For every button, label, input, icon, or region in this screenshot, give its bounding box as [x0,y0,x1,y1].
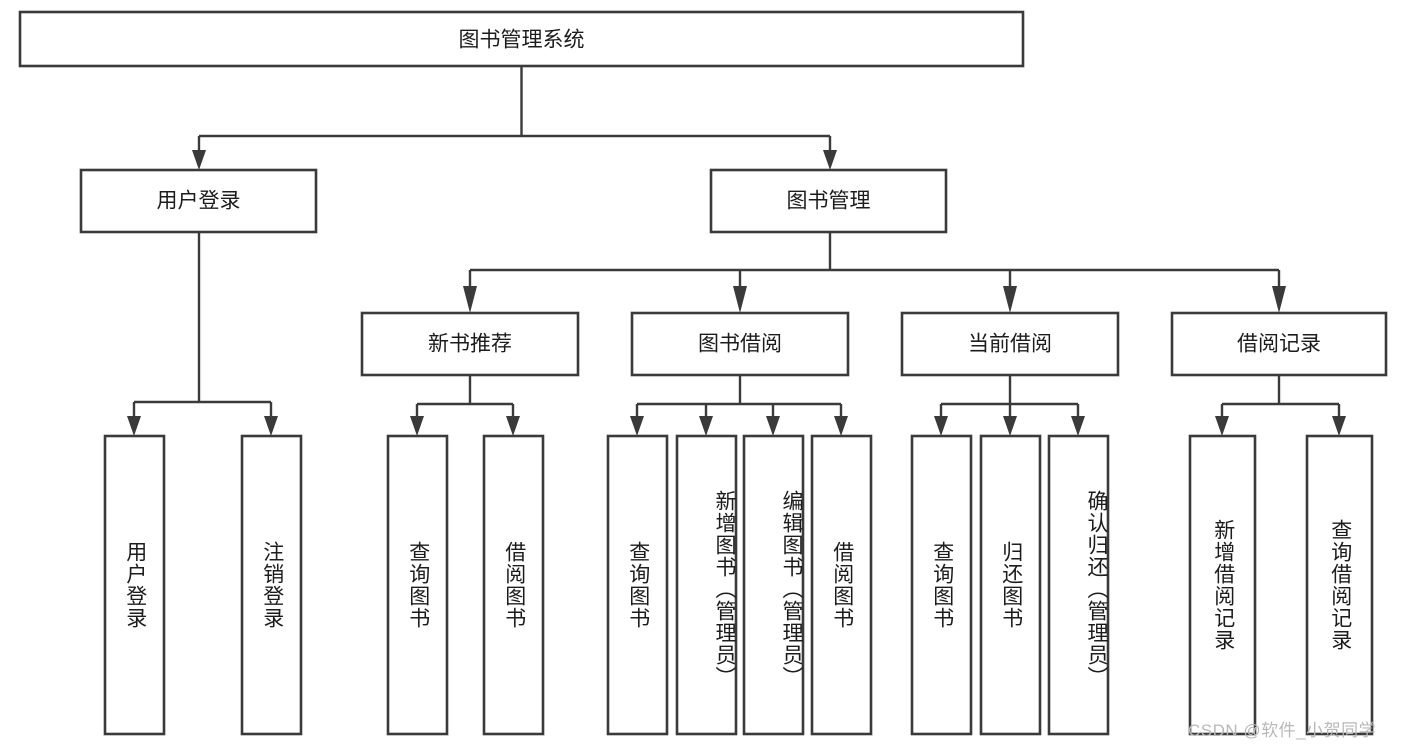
arrow-to-leaf-query-book-3 [934,416,948,436]
arrow-to-user-login [192,150,206,170]
node-box-leaf-borrow-book-1[interactable] [482,434,545,736]
edge-root-to-bus [197,66,832,152]
arrow-to-leaf-add-book [699,416,713,436]
nodes-group: 图书管理系统 用户登录 图书管理 新书推荐 图书借阅 当前借阅 借阅记录 [18,10,1388,736]
edge-newbook-to-bus [415,375,515,418]
arrow-to-leaf-user-login [127,416,141,436]
node-box-new-book-recommend[interactable] [360,311,580,377]
node-box-leaf-add-book[interactable] [675,434,738,736]
node-box-current-borrow[interactable] [900,311,1120,377]
arrow-to-leaf-borrow-book-1 [506,416,520,436]
edge-borrowrecord-to-bus [1220,375,1341,418]
csdn-watermark: CSDN @软件_小贺同学 [1188,721,1377,740]
node-box-leaf-logout[interactable] [240,434,303,736]
arrow-to-leaf-query-record [1332,416,1346,436]
node-box-leaf-borrow-book-2[interactable] [810,434,873,736]
arrow-to-book-manage [823,150,837,170]
arrow-to-leaf-query-book-2 [630,416,644,436]
arrow-to-leaf-add-record [1215,416,1229,436]
node-label-current-borrow: 当前借阅 [968,333,1052,356]
edges-group [127,66,1346,436]
node-box-leaf-confirm-return[interactable] [1047,434,1110,736]
node-label-root: 图书管理系统 [459,29,585,52]
node-box-leaf-query-record[interactable] [1305,434,1374,736]
edge-currentborrow-to-bus [939,375,1080,418]
arrow-to-leaf-borrow-book-2 [834,416,848,436]
node-box-leaf-edit-book[interactable] [742,434,805,736]
node-label-book-manage: 图书管理 [787,190,871,213]
arrow-to-leaf-logout [264,416,278,436]
node-box-leaf-query-book-3[interactable] [910,434,973,736]
node-box-leaf-query-book-1[interactable] [386,434,449,736]
node-box-leaf-return-book[interactable] [979,434,1042,736]
node-label-new-book-recommend: 新书推荐 [428,333,512,356]
arrow-to-new-book-rec [463,286,477,313]
node-box-book-borrow[interactable] [630,311,850,377]
arrow-to-leaf-confirm-return [1071,416,1085,436]
node-box-leaf-user-login[interactable] [103,434,166,736]
arrow-to-current-borrow [1003,286,1017,313]
edge-userlogin-to-bus [132,232,273,418]
node-label-user-login: 用户登录 [157,190,241,213]
arrow-to-leaf-return-book [1003,416,1017,436]
node-box-leaf-add-record[interactable] [1188,434,1257,736]
node-box-book-manage[interactable] [709,168,948,234]
node-box-borrow-record[interactable] [1170,311,1388,377]
node-box-leaf-query-book-2[interactable] [606,434,669,736]
edge-bookmanage-to-bus [468,232,1281,288]
arrow-to-leaf-query-book-1 [410,416,424,436]
node-label-book-borrow: 图书借阅 [698,333,782,356]
node-box-user-login[interactable] [79,168,318,234]
node-box-root[interactable] [18,10,1025,68]
arrow-to-borrow-record [1272,286,1286,313]
edge-bookborrow-to-bus [635,375,843,418]
arrow-to-leaf-edit-book [766,416,780,436]
arrow-to-book-borrow [733,286,747,313]
node-label-borrow-record: 借阅记录 [1237,333,1321,356]
